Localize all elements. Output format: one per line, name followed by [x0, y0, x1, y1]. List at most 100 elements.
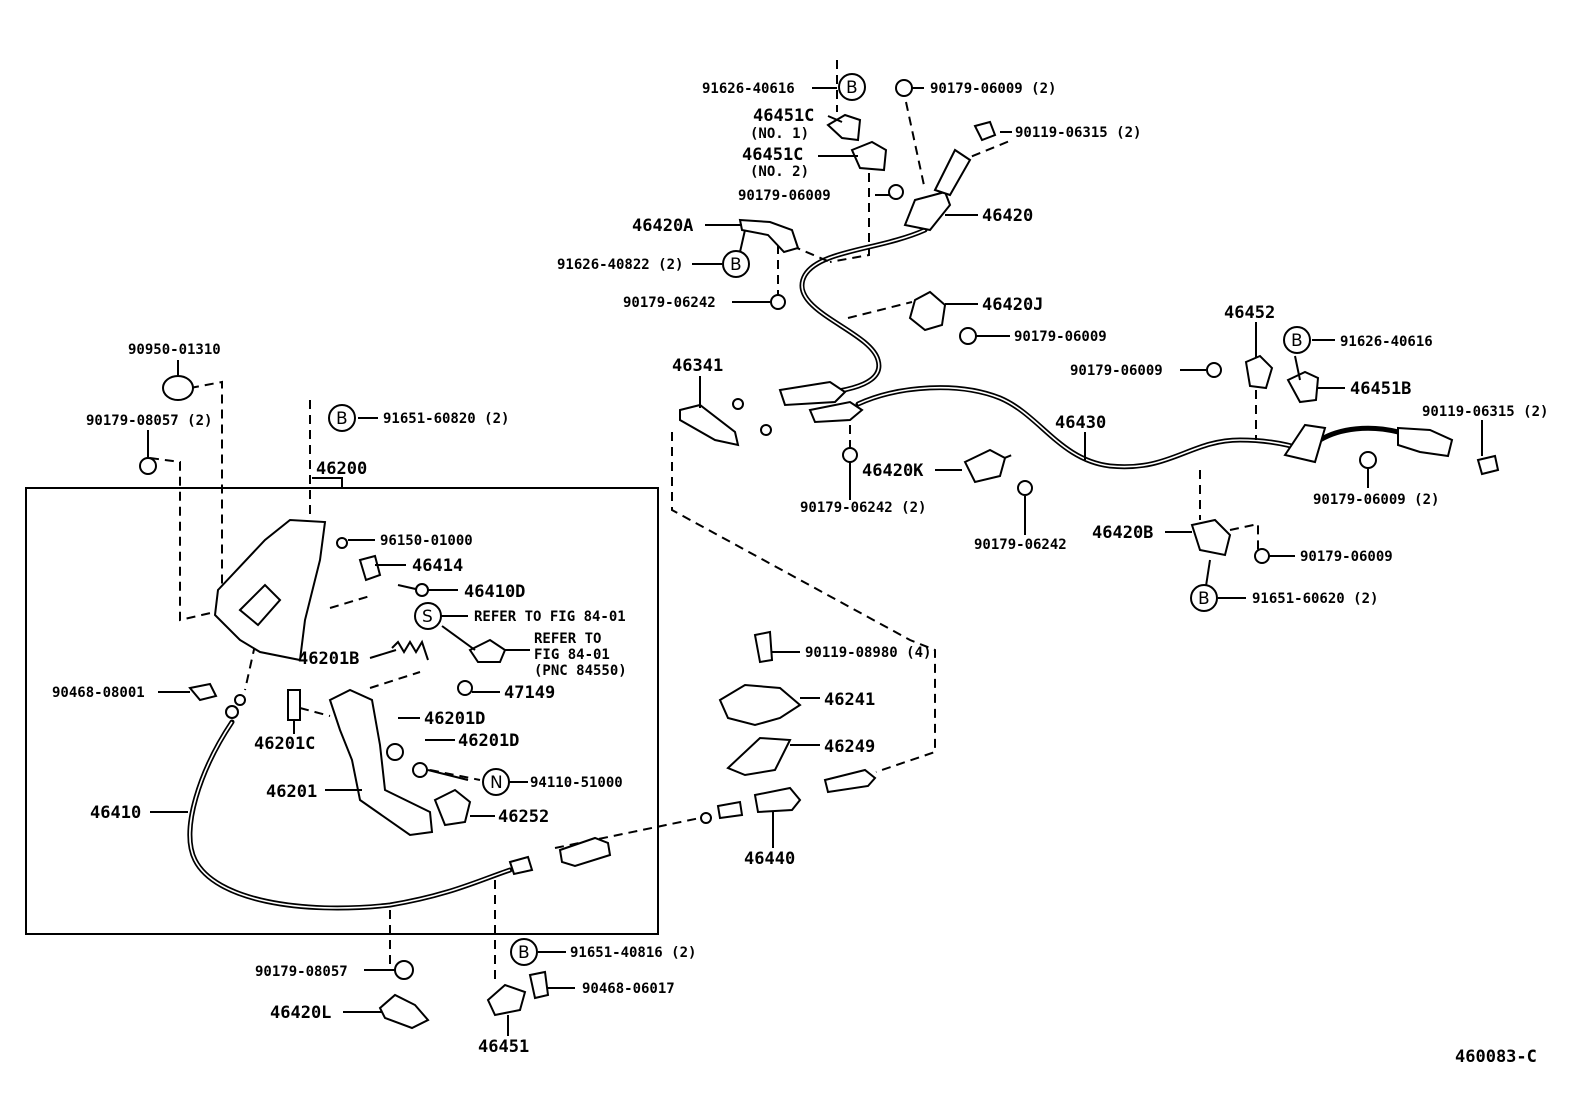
svg-text:N: N	[490, 773, 503, 793]
label-46451: 46451	[478, 1037, 529, 1057]
label-91626-40616-top: 91626-40616	[702, 81, 795, 97]
refer-part	[468, 638, 507, 663]
bracket-46241	[718, 683, 802, 727]
marker-b-4: B	[1283, 326, 1311, 354]
plug-90950	[162, 375, 194, 401]
label-refer-to: REFER TO	[534, 631, 601, 647]
cable-46420	[797, 227, 928, 398]
label-46420a: 46420A	[632, 216, 693, 236]
label-46440: 46440	[744, 849, 795, 869]
bracket-46341	[679, 403, 740, 447]
adjuster-46440	[753, 786, 802, 814]
label-46341: 46341	[672, 356, 723, 376]
svg-text:B: B	[336, 409, 348, 429]
label-46420: 46420	[982, 206, 1033, 226]
label-90179-06242-b: 90179-06242	[974, 537, 1067, 553]
label-46201b: 46201B	[298, 649, 359, 669]
svg-text:B: B	[1291, 331, 1303, 351]
label-90179-06009-d: 90179-06009	[1070, 363, 1163, 379]
label-46420k: 46420K	[862, 461, 924, 481]
pad-46252	[433, 788, 472, 827]
label-46420b: 46420B	[1092, 523, 1153, 543]
label-46414: 46414	[412, 556, 463, 576]
spring-46201b	[391, 639, 429, 661]
label-refer-fig: FIG 84-01	[534, 647, 610, 663]
clamp-46420j	[908, 290, 947, 332]
label-46241: 46241	[824, 690, 875, 710]
label-refer-pnc: (PNC 84550)	[534, 663, 627, 679]
label-90119-06315-b: 90119-06315 (2)	[1422, 404, 1548, 420]
label-46420l: 46420L	[270, 1003, 331, 1023]
label-90179-08057: 90179-08057	[255, 964, 348, 980]
pedal-46201	[328, 688, 434, 837]
label-46452: 46452	[1224, 303, 1275, 323]
label-91651-40816: 91651-40816 (2)	[570, 945, 696, 961]
clip-46414	[358, 554, 382, 582]
clamp-46451c-no2	[850, 140, 888, 172]
svg-text:B: B	[1198, 589, 1210, 609]
marker-s: S	[414, 602, 442, 630]
label-91626-40616-r: 91626-40616	[1340, 334, 1433, 350]
figure-code: 460083-C	[1455, 1047, 1537, 1067]
cable-46430-end	[1317, 425, 1401, 443]
label-90179-06242-2: 90179-06242 (2)	[800, 500, 926, 516]
svg-text:B: B	[730, 255, 742, 275]
label-90179-06009-2: 90179-06009 (2)	[1313, 492, 1439, 508]
label-46201d-a: 46201D	[424, 709, 485, 729]
label-90468-06017: 90468-06017	[582, 981, 675, 997]
label-91651-60620: 91651-60620 (2)	[1252, 591, 1378, 607]
label-46430: 46430	[1055, 413, 1106, 433]
clamp-46420l	[378, 993, 430, 1030]
label-90179-06009-c: 90179-06009	[1014, 329, 1107, 345]
clamp-46451b	[1286, 370, 1320, 404]
label-90179-06242-a: 90179-06242	[623, 295, 716, 311]
label-46200: 46200	[316, 459, 367, 479]
label-46252: 46252	[498, 807, 549, 827]
label-90119-08980: 90119-08980 (4)	[805, 645, 931, 661]
cable-coupler	[558, 836, 612, 868]
label-46201d-b: 46201D	[458, 731, 519, 751]
svg-text:B: B	[518, 943, 530, 963]
label-90119-06315-a: 90119-06315 (2)	[1015, 125, 1141, 141]
label-46451c-no2: 46451C	[742, 145, 803, 165]
svg-text:S: S	[422, 607, 433, 627]
label-46451c-no1: 46451C	[753, 106, 814, 126]
label-90179-06009-b: 90179-06009 (2)	[930, 81, 1056, 97]
seal-46249	[726, 736, 792, 777]
label-90179-08057-2: 90179-08057 (2)	[86, 413, 212, 429]
cable-end-bracket	[1283, 423, 1327, 464]
label-46249: 46249	[824, 737, 875, 757]
label-46451c-no2-sub: (NO. 2)	[750, 164, 809, 180]
label-46410: 46410	[90, 803, 141, 823]
label-94110-51000: 94110-51000	[530, 775, 623, 791]
clamp-46420a	[738, 218, 800, 254]
label-90950-01310: 90950-01310	[128, 342, 221, 358]
label-47149: 47149	[504, 683, 555, 703]
label-90468-08001: 90468-08001	[52, 685, 145, 701]
label-46201c: 46201C	[254, 734, 315, 754]
label-91651-60820: 91651-60820 (2)	[383, 411, 509, 427]
label-90179-06009-e: 90179-06009	[1300, 549, 1393, 565]
clamp-46420b	[1190, 518, 1232, 557]
label-96150-01000: 96150-01000	[380, 533, 473, 549]
marker-b-3: B	[328, 404, 356, 432]
clamp-46451c-no1	[826, 113, 862, 142]
label-46410d: 46410D	[464, 582, 525, 602]
svg-text:B: B	[846, 78, 858, 98]
clamp-46452	[1244, 354, 1274, 390]
label-refer-s: REFER TO FIG 84-01	[474, 609, 626, 625]
label-46420j: 46420J	[982, 295, 1043, 315]
marker-b-6: B	[510, 938, 538, 966]
label-46451b: 46451B	[1350, 379, 1411, 399]
marker-n: N	[482, 768, 510, 796]
clamp-46420k	[963, 448, 1007, 484]
label-46201: 46201	[266, 782, 317, 802]
clamp-46451	[486, 983, 527, 1017]
label-91626-40822: 91626-40822 (2)	[557, 257, 683, 273]
marker-b-5: B	[1190, 584, 1218, 612]
marker-b-2: B	[722, 250, 750, 278]
marker-b-1: B	[838, 73, 866, 101]
label-46451c-no1-sub: (NO. 1)	[750, 126, 809, 142]
bracket-46420	[903, 190, 952, 232]
